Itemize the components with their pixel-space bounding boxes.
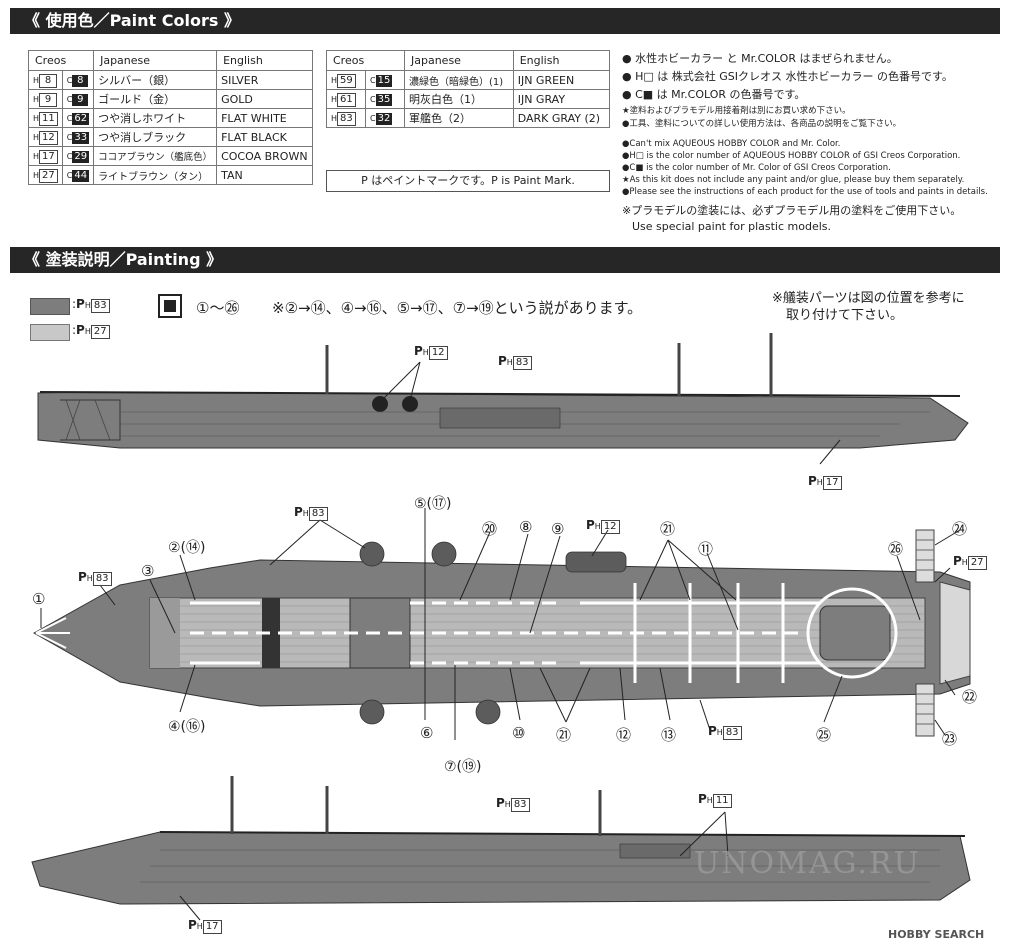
- part-6: ⑥: [420, 724, 434, 742]
- fitting-note-1: ※艤装パーツは図の位置を参考に: [772, 291, 965, 306]
- note-en-4: ★As this kit does not include any paint …: [622, 175, 965, 185]
- painting-header: 《 塗装説明／Painting 》: [10, 247, 1000, 273]
- part-21-top: ㉑: [660, 520, 676, 538]
- h-code: 83: [337, 111, 356, 126]
- part-8: ⑧: [519, 518, 533, 536]
- watermark: UNOMAG.RU: [694, 846, 921, 881]
- color-jp: 軍艦色（2）: [404, 108, 514, 128]
- footer-brand: HOBBY SEARCH: [888, 928, 985, 941]
- decal-icon: [158, 294, 182, 318]
- part-25: ㉕: [816, 726, 832, 744]
- table2-header-japanese: Japanese: [404, 50, 514, 71]
- c-code: 62: [72, 113, 90, 125]
- h-code: 59: [337, 73, 356, 88]
- part-23: ㉓: [942, 730, 958, 748]
- c-code: 9: [72, 94, 89, 106]
- color-en: DARK GRAY (2): [512, 108, 611, 128]
- part-13: ⑬: [661, 726, 677, 744]
- c-code: 32: [375, 113, 393, 125]
- c-code: 8: [72, 75, 89, 87]
- h-code: 61: [337, 92, 356, 107]
- paint-mark-note: P はペイントマークです。P is Paint Mark.: [326, 170, 610, 192]
- theory-note: ※②→⑭、④→⑯、⑤→⑰、⑦→⑲という説があります。: [272, 299, 643, 317]
- legend-light-swatch: [30, 324, 70, 341]
- c-code: 15: [375, 75, 393, 87]
- h-code: 8: [39, 73, 58, 88]
- plastic-note-en: Use special paint for plastic models.: [632, 220, 832, 233]
- part-11: ⑪: [698, 540, 714, 558]
- part-12: ⑫: [616, 726, 632, 744]
- part-21-bottom: ㉑: [556, 726, 572, 744]
- part-4: ④(⑯): [168, 719, 206, 735]
- h-code: 17: [39, 149, 58, 164]
- decal-range: ①〜㉖: [196, 299, 240, 317]
- note-jp-1: ● 水性ホビーカラー と Mr.COLOR はまぜられません。: [622, 52, 898, 65]
- note-jp-4: ★塗料およびプラモデル用接着剤は別にお買い求め下さい。: [622, 106, 851, 116]
- side-profile-port: [31, 776, 971, 921]
- c-code: 44: [72, 170, 90, 182]
- h-code: 9: [39, 92, 58, 107]
- note-en-2: ●H□ is the color number of AQUEOUS HOBBY…: [622, 151, 961, 161]
- plastic-note-jp: ※プラモデルの塗装には、必ずプラモデル用の塗料をご使用下さい。: [622, 204, 962, 217]
- c-code: 35: [375, 94, 393, 106]
- note-en-1: ●Can't mix AQUEOUS HOBBY COLOR and Mr. C…: [622, 139, 841, 149]
- c-code: 33: [72, 132, 90, 144]
- color-en: TAN: [216, 165, 313, 185]
- h-code: 12: [39, 130, 58, 145]
- note-en-3: ●C■ is the color number of Mr. Color of …: [622, 163, 891, 173]
- plan-view: [32, 529, 971, 737]
- paint-colors-header: 《 使用色／Paint Colors 》: [10, 8, 1000, 34]
- side-profile-starboard: [37, 333, 969, 465]
- c-code: 29: [72, 151, 90, 163]
- h-code: 27: [39, 168, 58, 183]
- part-9: ⑨: [551, 520, 565, 538]
- part-22: ㉒: [962, 688, 978, 706]
- note-jp-3: ● C■ は Mr.COLOR の色番号です。: [622, 88, 806, 101]
- legend-dark-swatch: [30, 298, 70, 315]
- part-7: ⑦(⑲): [444, 759, 482, 775]
- table2-header-english: English: [512, 50, 611, 71]
- part-2: ②(⑭): [168, 540, 206, 556]
- note-jp-2: ● H□ は 株式会社 GSIクレオス 水性ホビーカラー の色番号です。: [622, 70, 953, 83]
- note-jp-5: ●工具、塗料についての詳しい使用方法は、各商品の説明をご覧下さい。: [622, 119, 902, 129]
- color-jp: シルバー（銀）: [93, 70, 218, 90]
- part-26: ㉖: [888, 540, 904, 558]
- color-en: SILVER: [216, 70, 313, 90]
- h-code: 11: [39, 111, 58, 126]
- fitting-note-2: 取り付けて下さい。: [786, 308, 904, 323]
- part-1: ①: [32, 590, 46, 608]
- note-en-5: ●Please see the instructions of each pro…: [622, 187, 988, 197]
- part-10: ⑩: [512, 724, 526, 742]
- part-5: ⑤(⑰): [414, 496, 452, 512]
- part-24: ㉔: [952, 520, 968, 538]
- part-20: ⑳: [482, 520, 498, 538]
- color-jp: つや消しホワイト: [93, 108, 218, 128]
- part-3: ③: [141, 562, 155, 580]
